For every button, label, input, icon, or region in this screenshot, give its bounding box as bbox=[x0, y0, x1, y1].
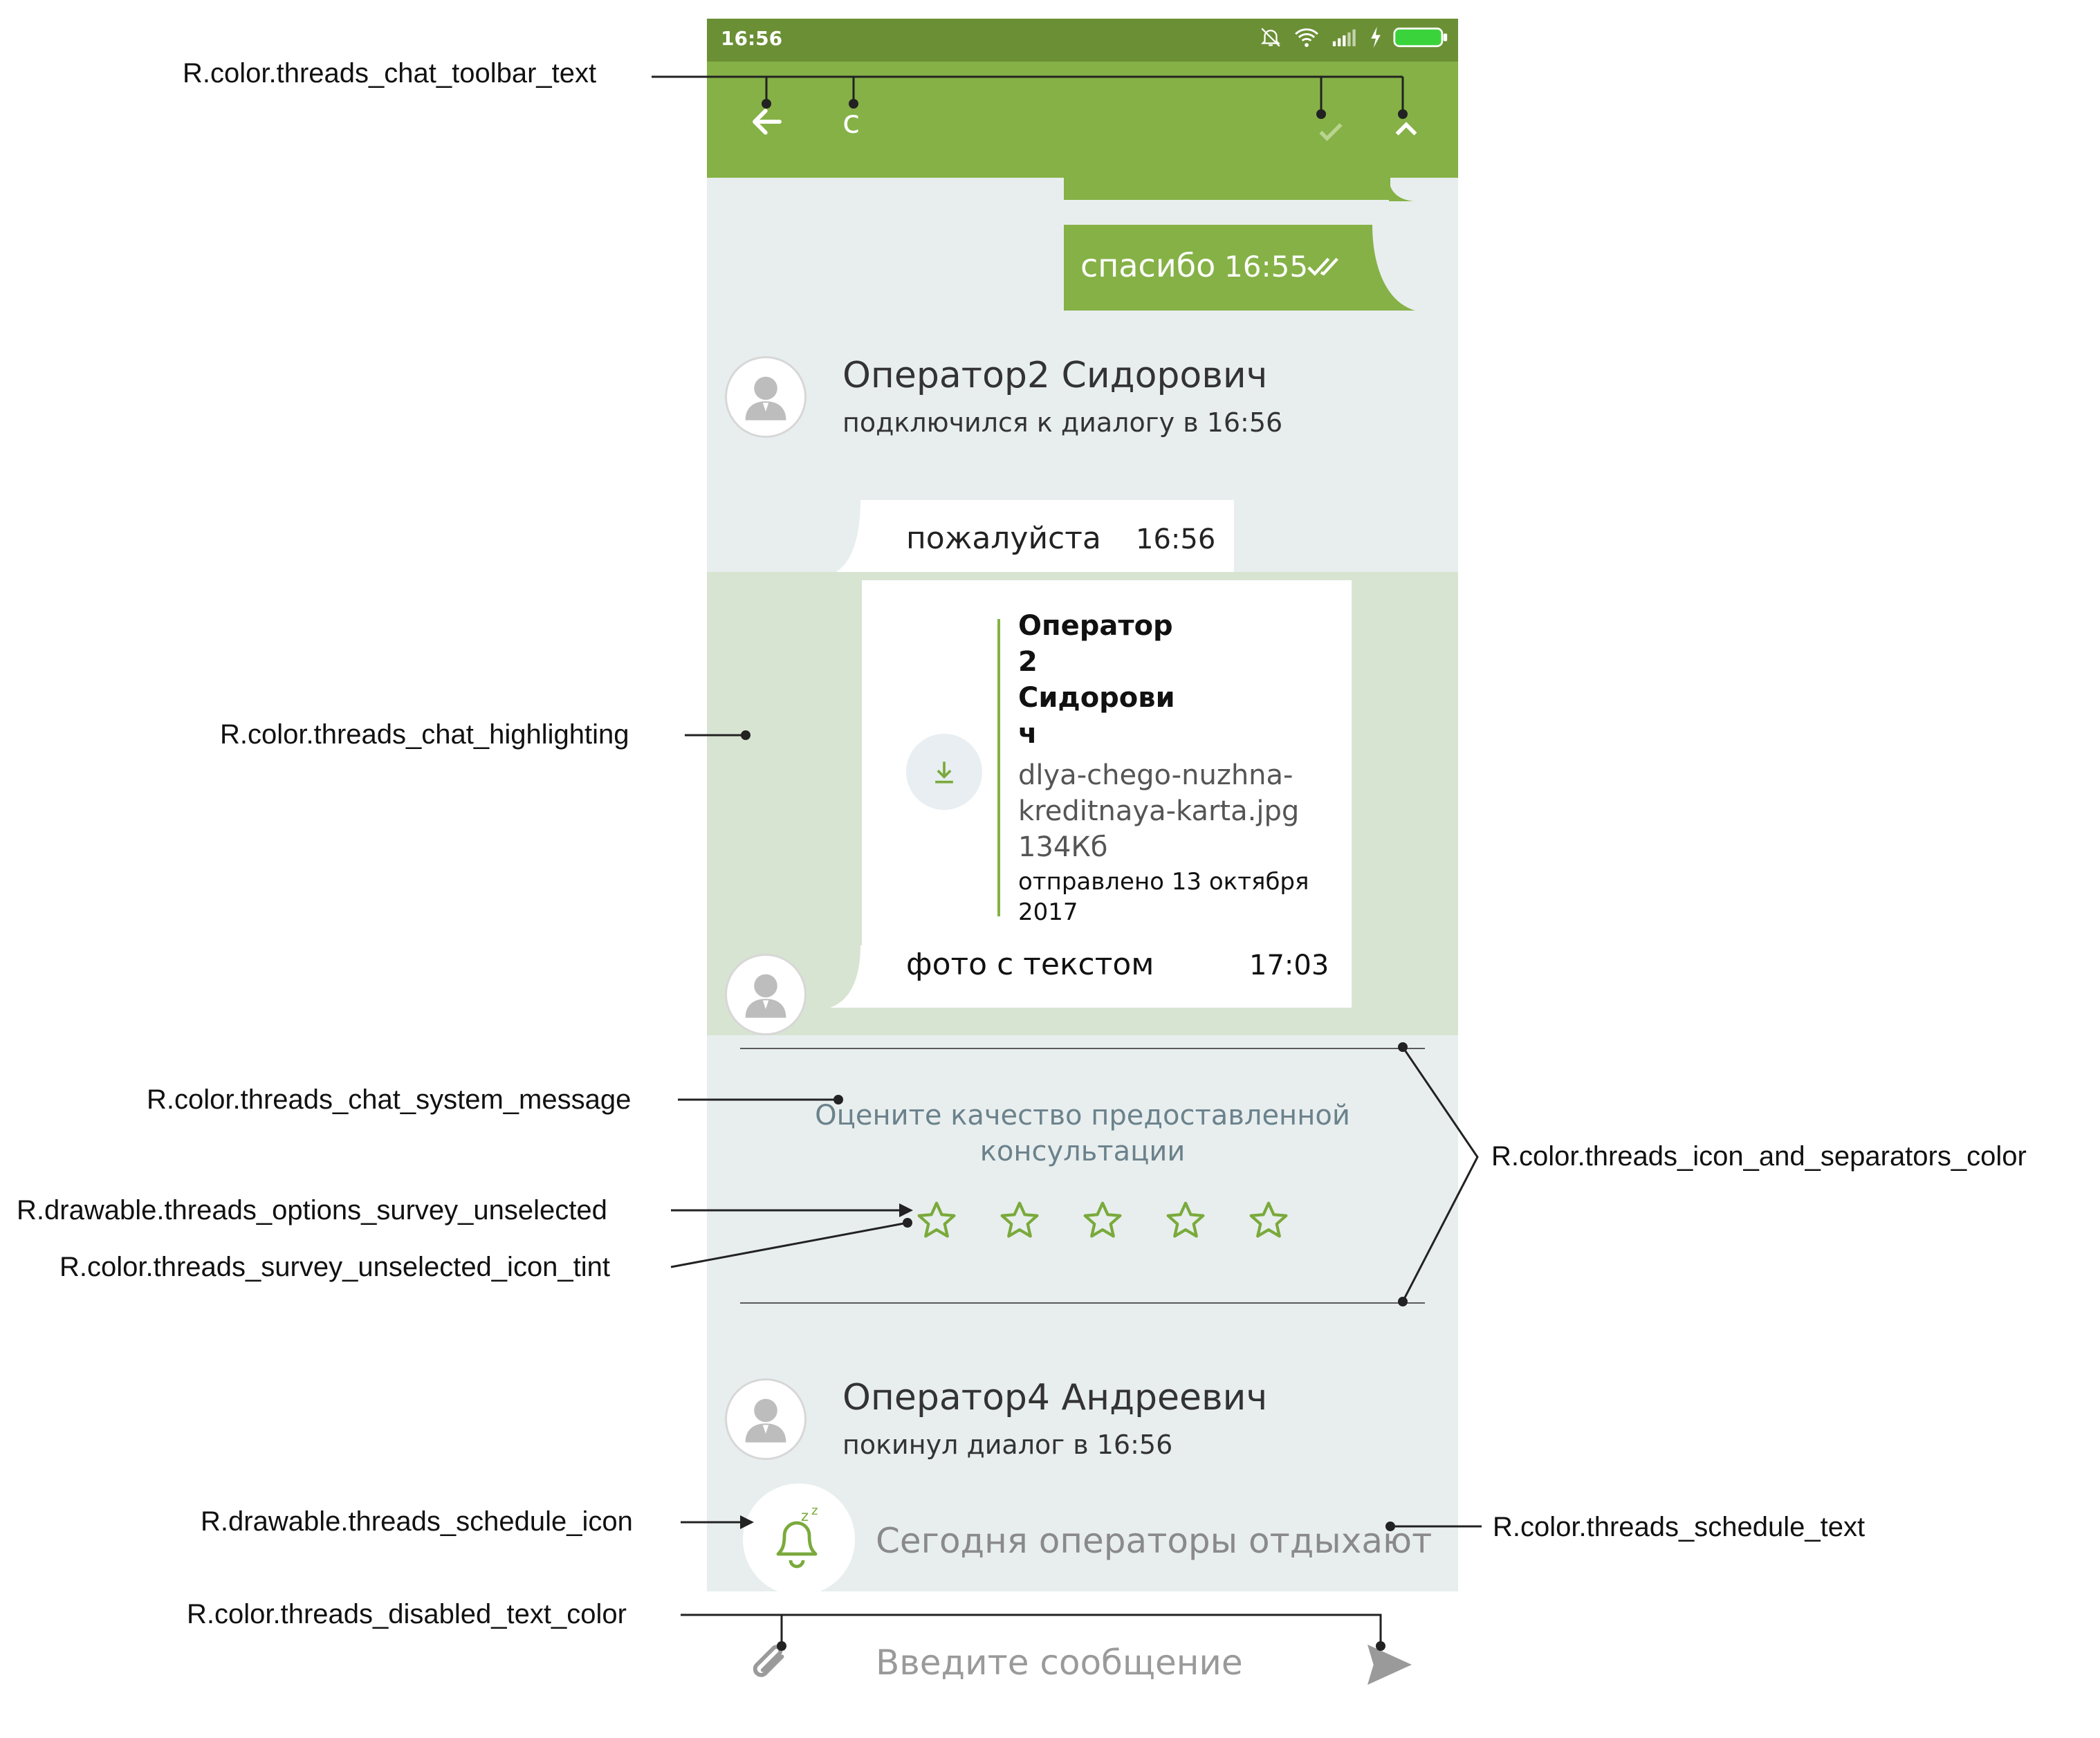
message-outgoing-previous[interactable] bbox=[1064, 178, 1390, 200]
quote-author: Оператор 2 Сидорови ч bbox=[1018, 608, 1175, 752]
operator-status: покинул диалог в 16:56 bbox=[842, 1430, 1173, 1460]
mute-icon bbox=[1260, 28, 1281, 47]
message-text: пожалуйста bbox=[906, 521, 1101, 556]
arrow-left-icon[interactable] bbox=[748, 103, 786, 140]
file-sent-date: отправлено 13 октября 2017 bbox=[1018, 867, 1309, 927]
star-outline-icon[interactable] bbox=[914, 1199, 959, 1243]
survey-question: Оцените качество предоставленной консуль… bbox=[707, 1098, 1458, 1170]
operator-name: Оператор2 Сидорович bbox=[842, 355, 1268, 396]
chevron-up-icon[interactable] bbox=[1390, 114, 1422, 146]
send-icon[interactable] bbox=[1365, 1643, 1414, 1687]
sent-date-line: отправлено 13 октября bbox=[1018, 868, 1309, 896]
star-outline-icon[interactable] bbox=[997, 1199, 1042, 1243]
file-size: 134Кб bbox=[1018, 831, 1108, 863]
user-icon bbox=[745, 1398, 786, 1443]
quote-author-line: 2 bbox=[1018, 646, 1038, 678]
star-outline-icon[interactable] bbox=[1080, 1199, 1125, 1243]
avatar[interactable] bbox=[725, 1378, 807, 1460]
status-icons bbox=[1259, 26, 1448, 49]
battery-icon bbox=[1393, 27, 1448, 48]
charging-icon bbox=[1371, 26, 1381, 48]
user-icon bbox=[745, 376, 786, 420]
operator-status: подключился к диалогу в 16:56 bbox=[842, 407, 1283, 438]
message-caption: фото с текстом bbox=[906, 947, 1154, 982]
double-check-icon bbox=[1307, 257, 1338, 276]
wifi-icon bbox=[1295, 28, 1318, 47]
annotation-toolbar-text: R.color.threads_chat_toolbar_text bbox=[183, 58, 597, 89]
highlighted-message: Оператор 2 Сидорови ч dlya-chego-nuzhna-… bbox=[707, 572, 1458, 1035]
bubble-tail bbox=[830, 500, 863, 575]
signal-icon bbox=[1332, 29, 1356, 46]
annotation-highlighting: R.color.threads_chat_highlighting bbox=[220, 719, 629, 750]
chat-toolbar: с bbox=[707, 62, 1458, 178]
survey-question-line: Оцените качество предоставленной bbox=[815, 1100, 1350, 1131]
message-incoming[interactable]: пожалуйста 16:56 bbox=[862, 500, 1234, 575]
annotation-schedule-text: R.color.threads_schedule_text bbox=[1493, 1512, 1866, 1542]
sent-date-line: 2017 bbox=[1018, 898, 1078, 926]
avatar[interactable] bbox=[725, 954, 807, 1035]
annotation-disabled-text: R.color.threads_disabled_text_color bbox=[187, 1599, 627, 1629]
message-input[interactable]: Введите сообщение bbox=[876, 1643, 1243, 1683]
message-text: спасибо bbox=[1080, 247, 1216, 284]
file-message[interactable]: Оператор 2 Сидорови ч dlya-chego-nuzhna-… bbox=[862, 580, 1352, 1008]
check-icon[interactable] bbox=[1316, 117, 1346, 147]
quote-author-line: Сидорови bbox=[1018, 682, 1175, 714]
annotation-schedule-icon: R.drawable.threads_schedule_icon bbox=[201, 1506, 633, 1537]
message-time: 16:55 bbox=[1224, 250, 1309, 284]
survey-separator-top bbox=[740, 1048, 1425, 1049]
file-name-line: kreditnaya-karta.jpg bbox=[1018, 795, 1300, 827]
star-outline-icon[interactable] bbox=[1246, 1199, 1291, 1243]
annotation-survey-unselected: R.drawable.threads_options_survey_unsele… bbox=[17, 1195, 607, 1226]
bubble-tail bbox=[830, 945, 863, 1008]
download-icon bbox=[935, 761, 953, 784]
bubble-tail bbox=[1389, 178, 1414, 201]
schedule-text: Сегодня операторы отдыхают bbox=[876, 1521, 1433, 1561]
bubble-tail bbox=[1370, 225, 1415, 311]
file-name-line: dlya-chego-nuzhna- bbox=[1018, 759, 1293, 791]
quote-author-line: Оператор bbox=[1018, 610, 1173, 642]
user-icon bbox=[745, 974, 786, 1018]
annotation-system-message: R.color.threads_chat_system_message bbox=[147, 1084, 632, 1115]
survey-separator-bottom bbox=[740, 1302, 1425, 1304]
file-info: dlya-chego-nuzhna- kreditnaya-karta.jpg … bbox=[1018, 757, 1299, 865]
status-time: 16:56 bbox=[721, 27, 783, 50]
quote-bar bbox=[997, 619, 1000, 916]
message-outgoing[interactable]: спасибо 16:55 bbox=[1064, 225, 1371, 311]
avatar[interactable] bbox=[725, 356, 807, 438]
status-bar: 16:56 bbox=[707, 19, 1458, 62]
star-outline-icon[interactable] bbox=[1163, 1199, 1208, 1243]
svg-text:z: z bbox=[811, 1504, 818, 1518]
operator-name: Оператор4 Андреевич bbox=[842, 1377, 1268, 1418]
quote-author-line: ч bbox=[1018, 718, 1038, 750]
annotation-survey-icon-tint: R.color.threads_survey_unselected_icon_t… bbox=[59, 1252, 611, 1282]
search-query[interactable]: с bbox=[842, 103, 860, 140]
survey-question-line: консультации bbox=[979, 1136, 1186, 1167]
svg-text:z: z bbox=[801, 1508, 809, 1524]
chat-list[interactable]: спасибо 16:55 Оператор2 Сидорович подклю… bbox=[707, 178, 1458, 1596]
message-time: 17:03 bbox=[1249, 950, 1329, 981]
annotation-icon-and-separators: R.color.threads_icon_and_separators_colo… bbox=[1491, 1141, 2027, 1172]
phone-screen: 16:56 с спасибо 16:55 Оператор2 С bbox=[707, 19, 1458, 1731]
message-time: 16:56 bbox=[1136, 524, 1216, 555]
download-button[interactable] bbox=[906, 734, 982, 810]
